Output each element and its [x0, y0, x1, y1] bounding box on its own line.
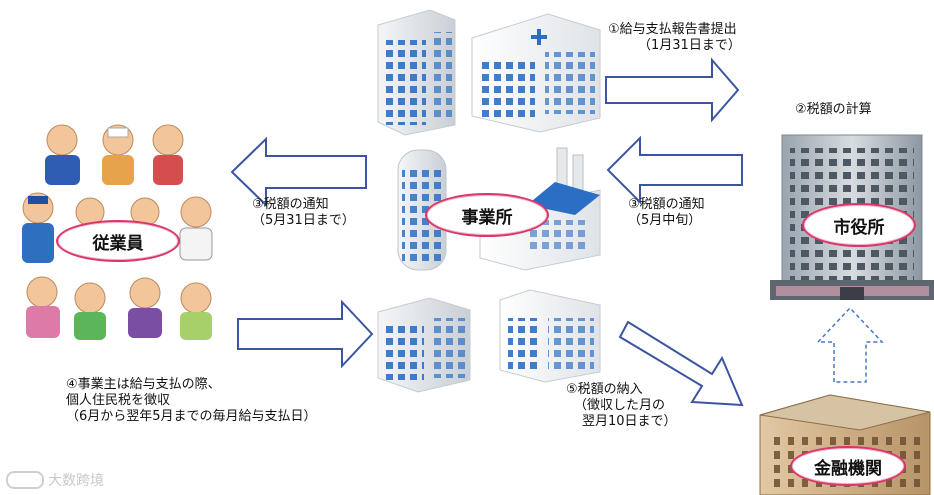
node-city-hall: 市役所 [802, 203, 916, 247]
step5-desc: （徴収した月の [574, 398, 666, 413]
node-bank: 金融機関 [790, 446, 906, 486]
employees-illustration [22, 124, 213, 340]
arrow-cityhall-to-office [606, 135, 743, 205]
step3-to-office-date: （5月中旬） [628, 213, 702, 228]
office-building-bottom-right [499, 289, 601, 383]
office-tower-cylinder [397, 149, 447, 271]
step4-title: ④事業主は給与支払の際、 [66, 377, 221, 392]
node-office-label: 事業所 [461, 207, 513, 228]
arrow-office-to-bank [618, 320, 744, 407]
step5-label: ⑤税額の納入 （徴収した月の 翌月10日まで） [566, 382, 677, 430]
step3-to-employees-label: ③税額の通知 （5月31日まで） [252, 197, 355, 229]
arrow-bank-to-cityhall [816, 306, 884, 383]
step3-to-employees-date: （5月31日まで） [252, 213, 355, 228]
arrow-office-to-employees [230, 136, 367, 208]
step3-to-office-label: ③税額の通知 （5月中旬） [628, 197, 705, 229]
node-office: 事業所 [425, 193, 549, 237]
step1-date: （1月31日まで） [638, 38, 741, 53]
office-building-bottom-left [377, 297, 471, 393]
step5-date: 翌月10日まで） [582, 414, 677, 429]
office-building-top-left [377, 9, 456, 136]
step4-date: （6月から翌年5月までの毎月給与支払日） [66, 409, 317, 424]
step1-title: ①給与支払報告書提出 [608, 22, 737, 37]
step4-label: ④事業主は給与支払の際、 個人住民税を徴収 （6月から翌年5月までの毎月給与支払… [66, 377, 317, 425]
arrow-office-to-cityhall [605, 57, 740, 123]
node-employees: 従業員 [56, 220, 180, 262]
step4-desc: 個人住民税を徴収 [66, 393, 171, 408]
step3-to-office-title: ③税額の通知 [628, 197, 705, 212]
step1-label: ①給与支払報告書提出 （1月31日まで） [608, 22, 741, 54]
watermark: 大数跨境 [6, 470, 104, 490]
step5-title: ⑤税額の納入 [566, 382, 643, 397]
node-city-hall-label: 市役所 [833, 217, 885, 238]
step3-to-employees-title: ③税額の通知 [252, 197, 329, 212]
step2-label: ②税額の計算 [795, 102, 872, 117]
hospital-building [471, 13, 601, 133]
node-employees-label: 従業員 [92, 233, 144, 254]
watermark-logo-icon [6, 471, 44, 489]
watermark-text: 大数跨境 [48, 473, 104, 489]
node-bank-label: 金融機関 [814, 458, 882, 479]
arrow-employees-to-office [237, 299, 374, 369]
